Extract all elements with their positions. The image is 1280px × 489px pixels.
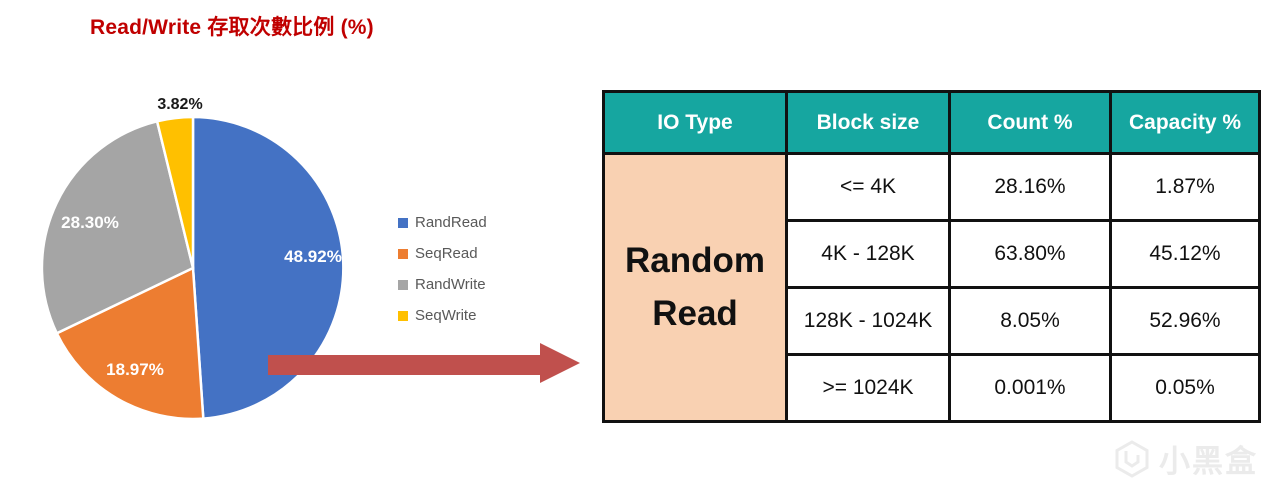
header-count: Count % [948, 90, 1112, 155]
header-io-type: IO Type [602, 90, 788, 155]
pie-label-seqread: 18.97% [106, 360, 164, 379]
pie-label-randread: 48.92% [284, 247, 342, 266]
arrow-icon [260, 340, 590, 388]
capacity-cell: 45.12% [1109, 219, 1261, 289]
pie-slice-randread [191, 115, 345, 420]
pie-chart: 3.82% 48.92% 28.30% 18.97% [40, 96, 345, 421]
capacity-cell: 0.05% [1109, 353, 1261, 423]
legend-item-randread: RandRead [398, 207, 487, 238]
table-row: 128K - 1024K 8.05% 52.96% [604, 286, 1261, 356]
block-size-cell: >= 1024K [785, 353, 951, 423]
pie-label-seqwrite: 3.82% [157, 96, 202, 113]
header-capacity: Capacity % [1109, 90, 1261, 155]
chart-legend: RandRead SeqRead RandWrite SeqWrite [398, 207, 487, 331]
table-row: 4K - 128K 63.80% 45.12% [604, 219, 1261, 289]
pie-slice-seqread [55, 266, 205, 421]
watermark-text: 小黑盒 [1159, 444, 1258, 479]
table-row: Random Read <= 4K 28.16% 1.87% [602, 152, 1261, 423]
pie-label-randwrite: 28.30% [61, 213, 119, 232]
legend-label: SeqWrite [415, 307, 477, 324]
io-stats-table: IO Type Block size Count % Capacity % Ra… [602, 90, 1261, 423]
watermark: 小黑盒 [1113, 436, 1258, 481]
legend-label: SeqRead [415, 245, 478, 262]
seqwrite-swatch-icon [398, 310, 408, 321]
watermark-logo-icon [1115, 439, 1149, 478]
table-header-row: IO Type Block size Count % Capacity % [602, 90, 1261, 155]
header-block-size: Block size [785, 90, 951, 155]
randread-swatch-icon [398, 217, 408, 228]
block-size-cell: 128K - 1024K [785, 286, 951, 356]
table-row: >= 1024K 0.001% 0.05% [604, 353, 1261, 423]
block-size-cell: 4K - 128K [785, 219, 951, 289]
capacity-cell: 1.87% [1109, 152, 1261, 222]
legend-item-seqwrite: SeqWrite [398, 300, 487, 331]
legend-label: RandWrite [415, 276, 486, 293]
legend-item-seqread: SeqRead [398, 238, 487, 269]
legend-item-randwrite: RandWrite [398, 269, 487, 300]
count-cell: 63.80% [948, 219, 1112, 289]
seqread-swatch-icon [398, 248, 408, 259]
pie-slice-randwrite [40, 119, 195, 335]
io-type-cell: Random Read [602, 152, 788, 423]
block-size-cell: <= 4K [785, 152, 951, 222]
pie-slice-seqwrite [155, 115, 195, 269]
randwrite-swatch-icon [398, 279, 408, 290]
pie-slices [40, 115, 345, 421]
count-cell: 0.001% [948, 353, 1112, 423]
pie-chart-area: 3.82% 48.92% 28.30% 18.97% [0, 80, 400, 440]
capacity-cell: 52.96% [1109, 286, 1261, 356]
count-cell: 28.16% [948, 152, 1112, 222]
count-cell: 8.05% [948, 286, 1112, 356]
page-title: Read/Write 存取次數比例 (%) [90, 16, 374, 39]
legend-label: RandRead [415, 214, 487, 231]
